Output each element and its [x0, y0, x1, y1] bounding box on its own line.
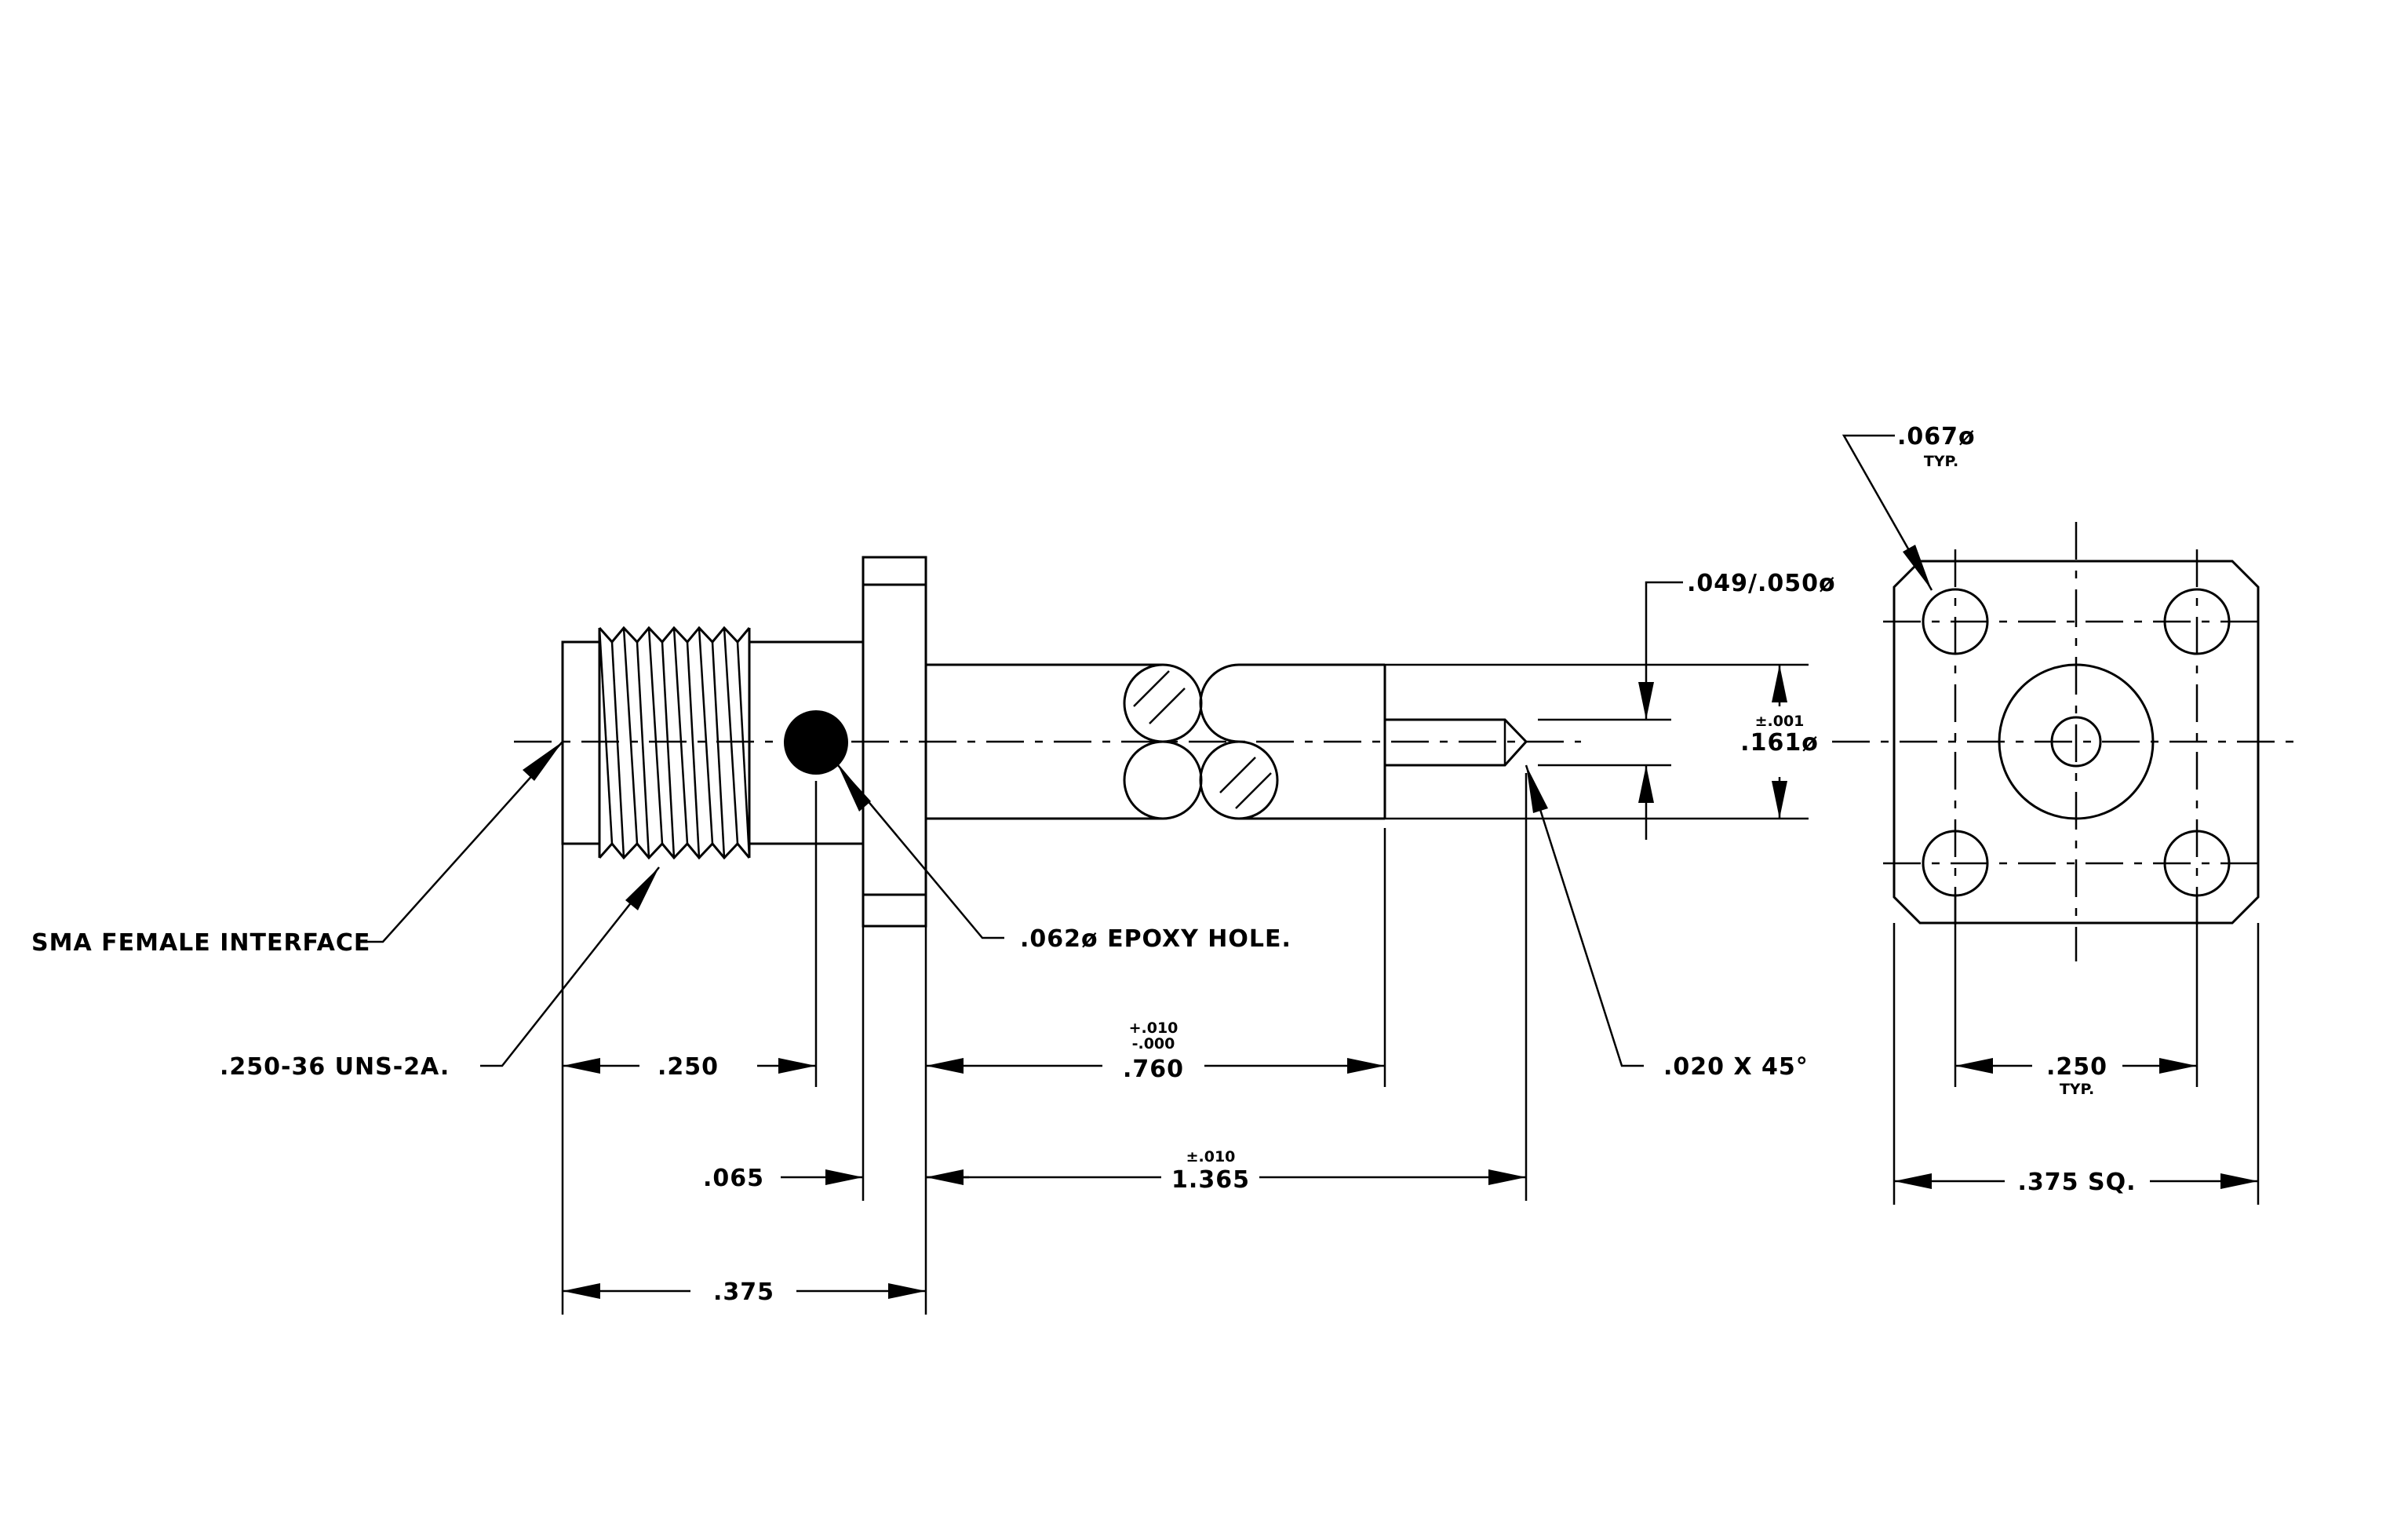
dim-161: .161ø ±.001 — [1740, 665, 1819, 819]
pin-dia-text: .049/.050ø — [1687, 570, 1836, 597]
dim-760-text: .760 — [1123, 1056, 1184, 1083]
thread-text: .250-36 UNS-2A. — [220, 1053, 450, 1081]
hole-spacing-note: TYP. — [2060, 1081, 2094, 1098]
end-view — [1832, 522, 2303, 1205]
dim-pin-dia: .049/.050ø — [1638, 570, 1836, 840]
dim-161-text: .161ø — [1740, 729, 1819, 757]
side-view — [514, 556, 1809, 1315]
dim-1365-tol: ±.010 — [1186, 1148, 1236, 1165]
body-circle — [1998, 663, 2155, 820]
pin-circle — [2050, 716, 2102, 768]
threaded-body — [561, 626, 863, 860]
flange-size-text: .375 SQ. — [2018, 1169, 2137, 1196]
dim-1365: 1.365 ±.010 — [926, 1148, 1526, 1194]
dim-250-text: .250 — [658, 1053, 719, 1081]
shaft-right — [1199, 663, 1386, 820]
hole-spacing-text: .250 — [2046, 1053, 2107, 1081]
flange-square — [1893, 560, 2260, 925]
dim-hole-spacing: .250 TYP. — [1955, 1053, 2197, 1098]
epoxy-hole-callout: .062ø EPOXY HOLE. — [837, 764, 1291, 953]
dim-760-tol-plus: +.010 — [1129, 1019, 1178, 1037]
dim-760-tol-minus: -.000 — [1132, 1035, 1175, 1052]
hole-dia-note: TYP. — [1924, 453, 1958, 470]
dim-065: .065 — [703, 1165, 969, 1192]
dim-760: .760 +.010 -.000 — [926, 1019, 1385, 1083]
hole-dia-callout: .067ø TYP. — [1842, 423, 1976, 591]
dim-1365-text: 1.365 — [1171, 1166, 1250, 1194]
thread-callout: .250-36 UNS-2A. — [220, 866, 660, 1081]
chamfer-callout: .020 X 45° — [1525, 764, 1809, 1081]
dim-flange-size: .375 SQ. — [1894, 1169, 2258, 1196]
dim-250: .250 — [563, 1053, 816, 1081]
mount-hole — [1922, 588, 1989, 655]
epoxy-hole-text: .062ø EPOXY HOLE. — [1020, 925, 1291, 953]
chamfer-text: .020 X 45° — [1663, 1053, 1809, 1081]
dim-375: .375 — [563, 1278, 926, 1306]
sma-interface-text: SMA FEMALE INTERFACE — [31, 929, 370, 957]
epoxy-hole — [784, 710, 848, 775]
dim-065-text: .065 — [703, 1165, 764, 1192]
flange — [862, 556, 927, 928]
dim-375-text: .375 — [713, 1278, 774, 1306]
end-view-dimensions: .067ø TYP. .250 TYP. .375 SQ. — [1842, 423, 2258, 1196]
mount-hole — [2163, 588, 2231, 655]
side-view-dimensions: .250 .760 +.010 -.000 .065 1.365 ±.010 — [563, 570, 1836, 1306]
hole-dia-text: .067ø — [1897, 423, 1976, 450]
dim-161-tol: ±.001 — [1755, 713, 1805, 730]
center-pin — [1385, 718, 1528, 767]
callouts: SMA FEMALE INTERFACE .250-36 UNS-2A. .06… — [31, 741, 1809, 1081]
sma-interface-callout: SMA FEMALE INTERFACE — [31, 741, 563, 957]
